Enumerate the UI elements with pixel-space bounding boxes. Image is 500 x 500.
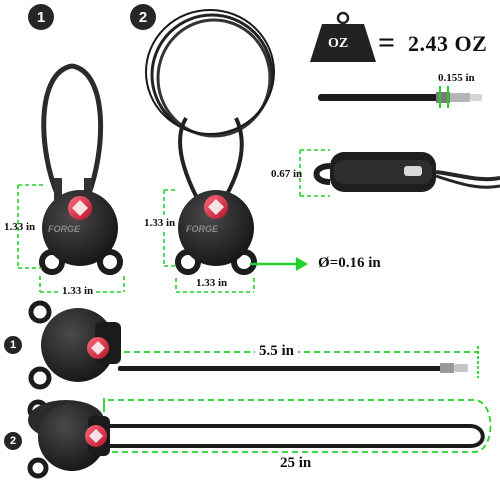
lock-side-view (299, 149, 500, 197)
lock-1-width-label: 1.33 in (60, 285, 96, 297)
cable-loop (41, 63, 104, 197)
badge-1-lower: 1 (4, 336, 22, 354)
lock-2-height-label: 1.33 in (144, 217, 176, 229)
equals-sign: = (378, 26, 396, 59)
lock-depth-label: 0.67 in (271, 168, 303, 180)
long-cable (108, 424, 485, 448)
mount-ring-right (97, 249, 123, 275)
brand-logo-lock-1: FORGE (48, 224, 81, 234)
lock-1-height-label: 1.33 in (4, 221, 36, 233)
short-cable (118, 366, 446, 371)
weight-icon (310, 11, 376, 62)
cable-end-detail (318, 86, 482, 108)
diameter-label: Ø=0.16 in (318, 255, 381, 271)
lock-2-long-cable (145, 9, 275, 275)
badge-1: 1 (28, 4, 54, 30)
lock-body (42, 190, 118, 266)
lock-2-width-label: 1.33 in (196, 277, 228, 289)
brand-logo-lock-2: FORGE (186, 224, 219, 234)
badge-2: 2 (130, 4, 156, 30)
weight-icon-label: OZ (328, 36, 349, 51)
lock-2-flat-view (27, 398, 492, 479)
lock-body (178, 190, 254, 266)
diameter-arrow (250, 257, 308, 271)
weight-value: 2.43 OZ (408, 31, 488, 56)
lock-1-short-cable (39, 63, 123, 275)
cable-thickness-label: 0.155 in (438, 72, 475, 84)
badge-2-lower: 2 (4, 432, 22, 450)
cable-long-length: 25 in (276, 455, 316, 472)
lock-1-flat-view (28, 300, 479, 390)
cable-short-length: 5.5 in (255, 343, 299, 360)
